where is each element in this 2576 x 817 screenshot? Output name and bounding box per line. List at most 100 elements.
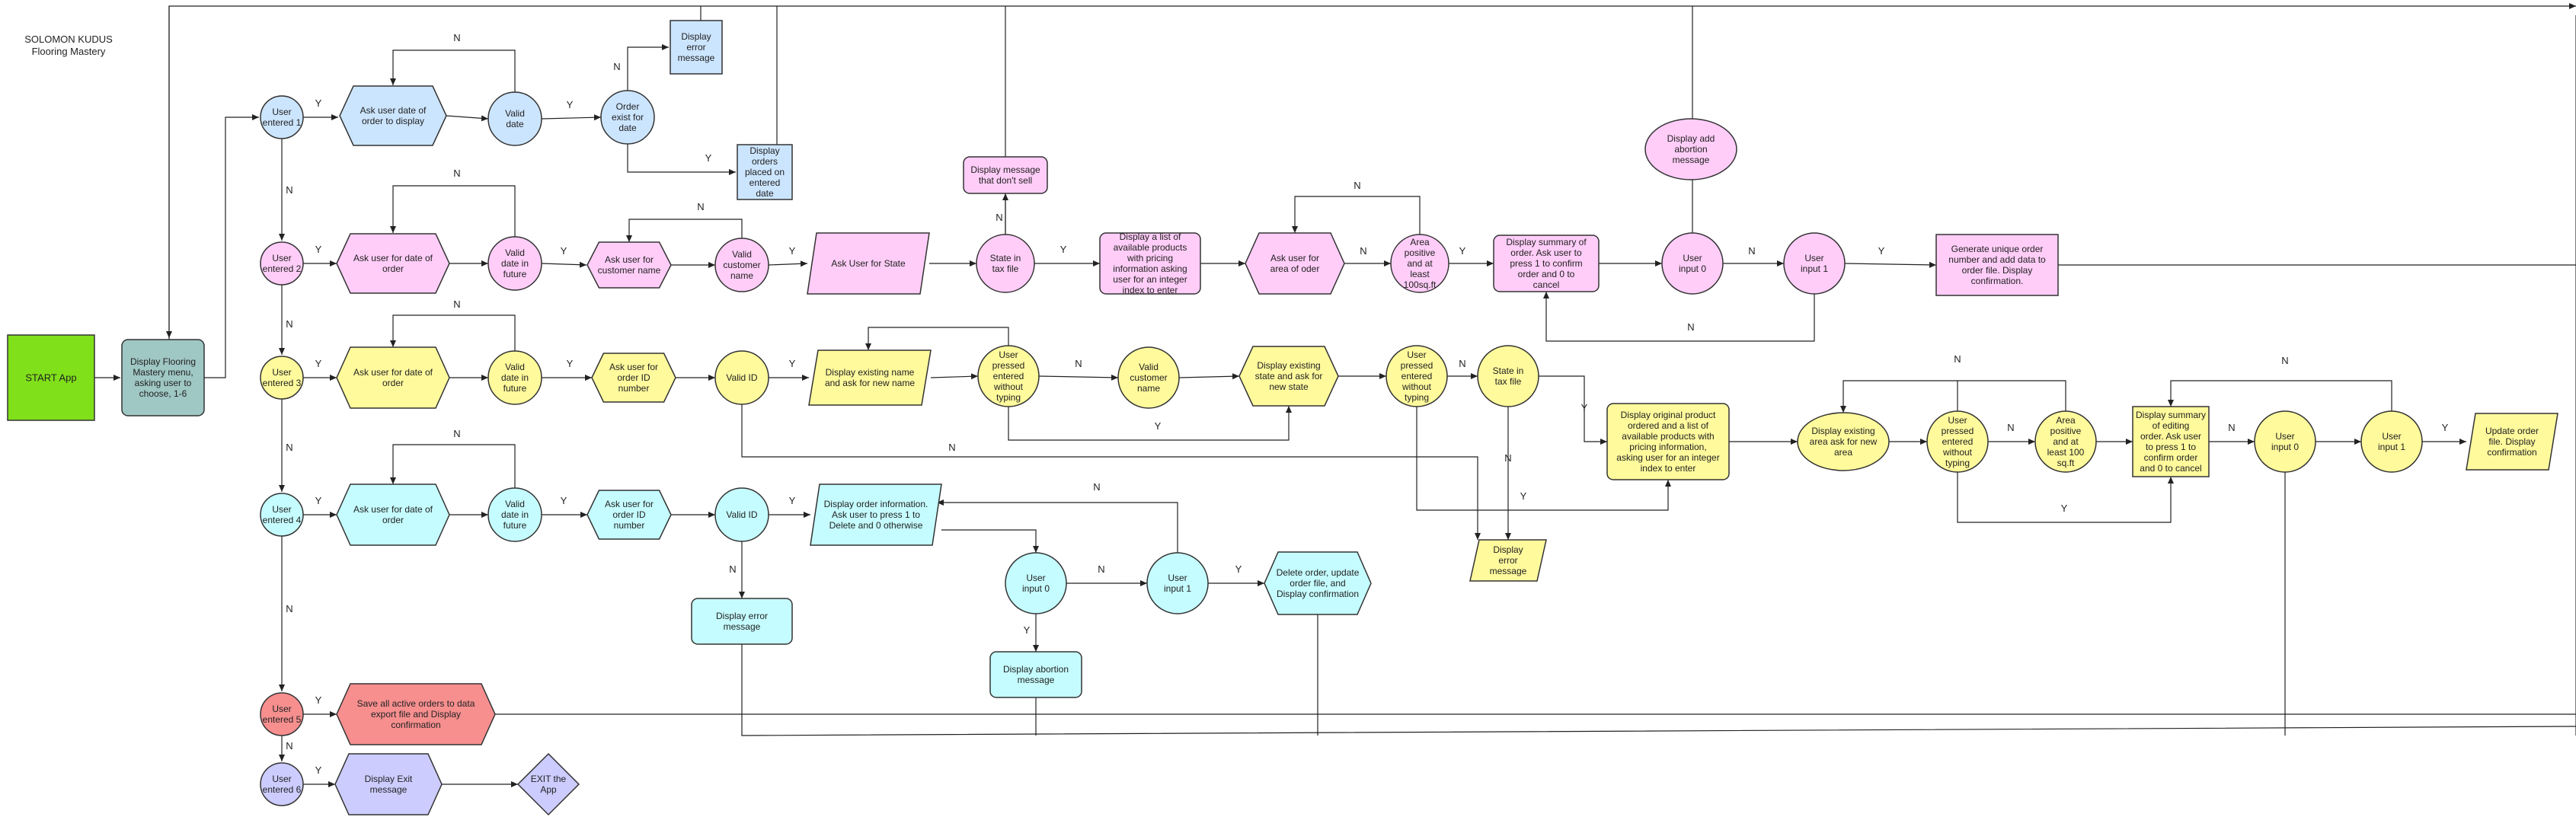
connector-lines bbox=[94, 3, 2576, 787]
edge-label: Y bbox=[567, 99, 574, 110]
connector bbox=[937, 499, 1178, 553]
connector bbox=[1840, 380, 1958, 413]
connector bbox=[541, 114, 602, 121]
edge-label: N bbox=[1075, 358, 1082, 369]
edge-label: N bbox=[286, 740, 292, 752]
node-valid-id-3: Valid ID bbox=[714, 350, 769, 405]
edge-label: Y bbox=[789, 245, 796, 257]
edge-label: N bbox=[286, 318, 292, 330]
connector bbox=[390, 185, 516, 237]
connector bbox=[390, 49, 516, 92]
connector bbox=[941, 529, 1039, 553]
connector bbox=[1178, 373, 1240, 380]
edge-label: Y bbox=[1155, 420, 1162, 432]
edge-label: N bbox=[1093, 481, 1100, 493]
connector bbox=[204, 114, 259, 378]
edge-label: Y bbox=[705, 152, 712, 164]
node-start: START App bbox=[7, 334, 95, 421]
connector bbox=[390, 444, 516, 488]
connector bbox=[627, 144, 736, 175]
node-label: Valid ID bbox=[726, 509, 757, 520]
connector bbox=[2168, 380, 2392, 411]
connector bbox=[1416, 407, 1671, 511]
connector bbox=[390, 314, 516, 351]
edge-label: Y bbox=[2061, 503, 2068, 514]
edge-label: N bbox=[1687, 321, 1694, 333]
edge-label: N bbox=[286, 603, 292, 614]
edge-label: N bbox=[453, 168, 460, 179]
connector bbox=[768, 260, 808, 267]
node-order-info: Display order information.Ask user to pr… bbox=[810, 483, 942, 546]
edge-label: N bbox=[2228, 422, 2235, 433]
edge-label: Y bbox=[1459, 245, 1466, 257]
edge-label: N bbox=[729, 563, 736, 575]
connector bbox=[1038, 374, 1119, 381]
node-label: Valid ID bbox=[726, 372, 757, 383]
edge-label: Y bbox=[561, 245, 567, 257]
node-label: START App bbox=[25, 372, 76, 384]
edge-label: Y bbox=[1024, 624, 1031, 636]
edge-label: Y bbox=[567, 358, 574, 369]
edge-label: Y bbox=[315, 495, 322, 506]
edge-label: N bbox=[453, 428, 460, 439]
connector bbox=[168, 3, 2576, 340]
